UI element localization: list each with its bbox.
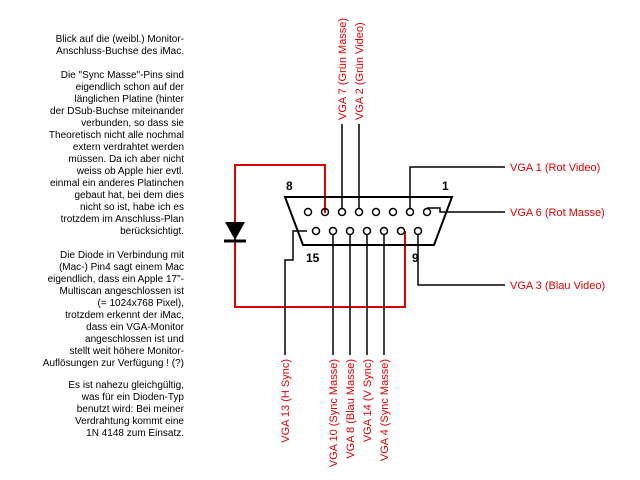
pin-15 bbox=[311, 226, 321, 236]
pin-4 bbox=[388, 207, 398, 217]
pin-8 bbox=[320, 207, 330, 217]
wire-vga13 bbox=[284, 230, 307, 355]
wire-vga1 bbox=[409, 166, 505, 208]
description-diode: Die Diode in Verbindung mit (Mac-) Pin4 … bbox=[42, 250, 184, 369]
pin-number-15: 15 bbox=[306, 251, 320, 265]
dsub-connector-shell bbox=[283, 196, 454, 246]
label-vga8: VGA 8 (Blau Masse) bbox=[345, 359, 357, 459]
diode-wire bbox=[234, 164, 406, 308]
label-vga10: VGA 10 (Sync Masse) bbox=[328, 359, 340, 467]
pin-number-8: 8 bbox=[286, 179, 293, 193]
pin-3 bbox=[405, 207, 415, 217]
pin-number-1: 1 bbox=[442, 179, 449, 193]
pin-row-top bbox=[303, 207, 432, 217]
pin-row-bottom bbox=[311, 226, 423, 236]
description-diode-type: Es ist nahezu gleichgültig, was für ein … bbox=[68, 380, 184, 439]
pin-12 bbox=[362, 226, 372, 236]
pin-14 bbox=[328, 226, 338, 236]
pin-13 bbox=[345, 226, 355, 236]
wire-vga6 bbox=[427, 207, 505, 213]
label-vga4: VGA 4 (Sync Masse) bbox=[379, 359, 391, 461]
description-sync-ground: Die "Sync Masse"-Pins sind eigendlich sc… bbox=[48, 70, 184, 237]
wire-vga3 bbox=[417, 235, 505, 286]
description-intro: Blick auf die (weibl.) Monitor- Anschlus… bbox=[55, 34, 184, 57]
label-vga6: VGA 6 (Rot Masse) bbox=[510, 207, 605, 219]
pin-9 bbox=[413, 226, 423, 236]
label-vga13: VGA 13 (H Sync) bbox=[280, 359, 292, 443]
pin-1 bbox=[303, 207, 313, 217]
label-vga3: VGA 3 (Blau Video) bbox=[510, 280, 605, 292]
pin-11 bbox=[379, 226, 389, 236]
label-vga2: VGA 2 (Grün Video) bbox=[354, 22, 366, 120]
label-vga7: VGA 7 (Grün Masse) bbox=[337, 18, 349, 120]
pin-2 bbox=[422, 207, 432, 217]
pin-10 bbox=[396, 226, 406, 236]
pin-7 bbox=[337, 207, 347, 217]
label-vga1: VGA 1 (Rot Video) bbox=[510, 162, 600, 174]
pin-6 bbox=[354, 207, 364, 217]
pin-number-9: 9 bbox=[412, 251, 419, 265]
label-vga14: VGA 14 (V Sync) bbox=[362, 359, 374, 442]
diode-icon bbox=[225, 222, 245, 240]
pin-5 bbox=[371, 207, 381, 217]
